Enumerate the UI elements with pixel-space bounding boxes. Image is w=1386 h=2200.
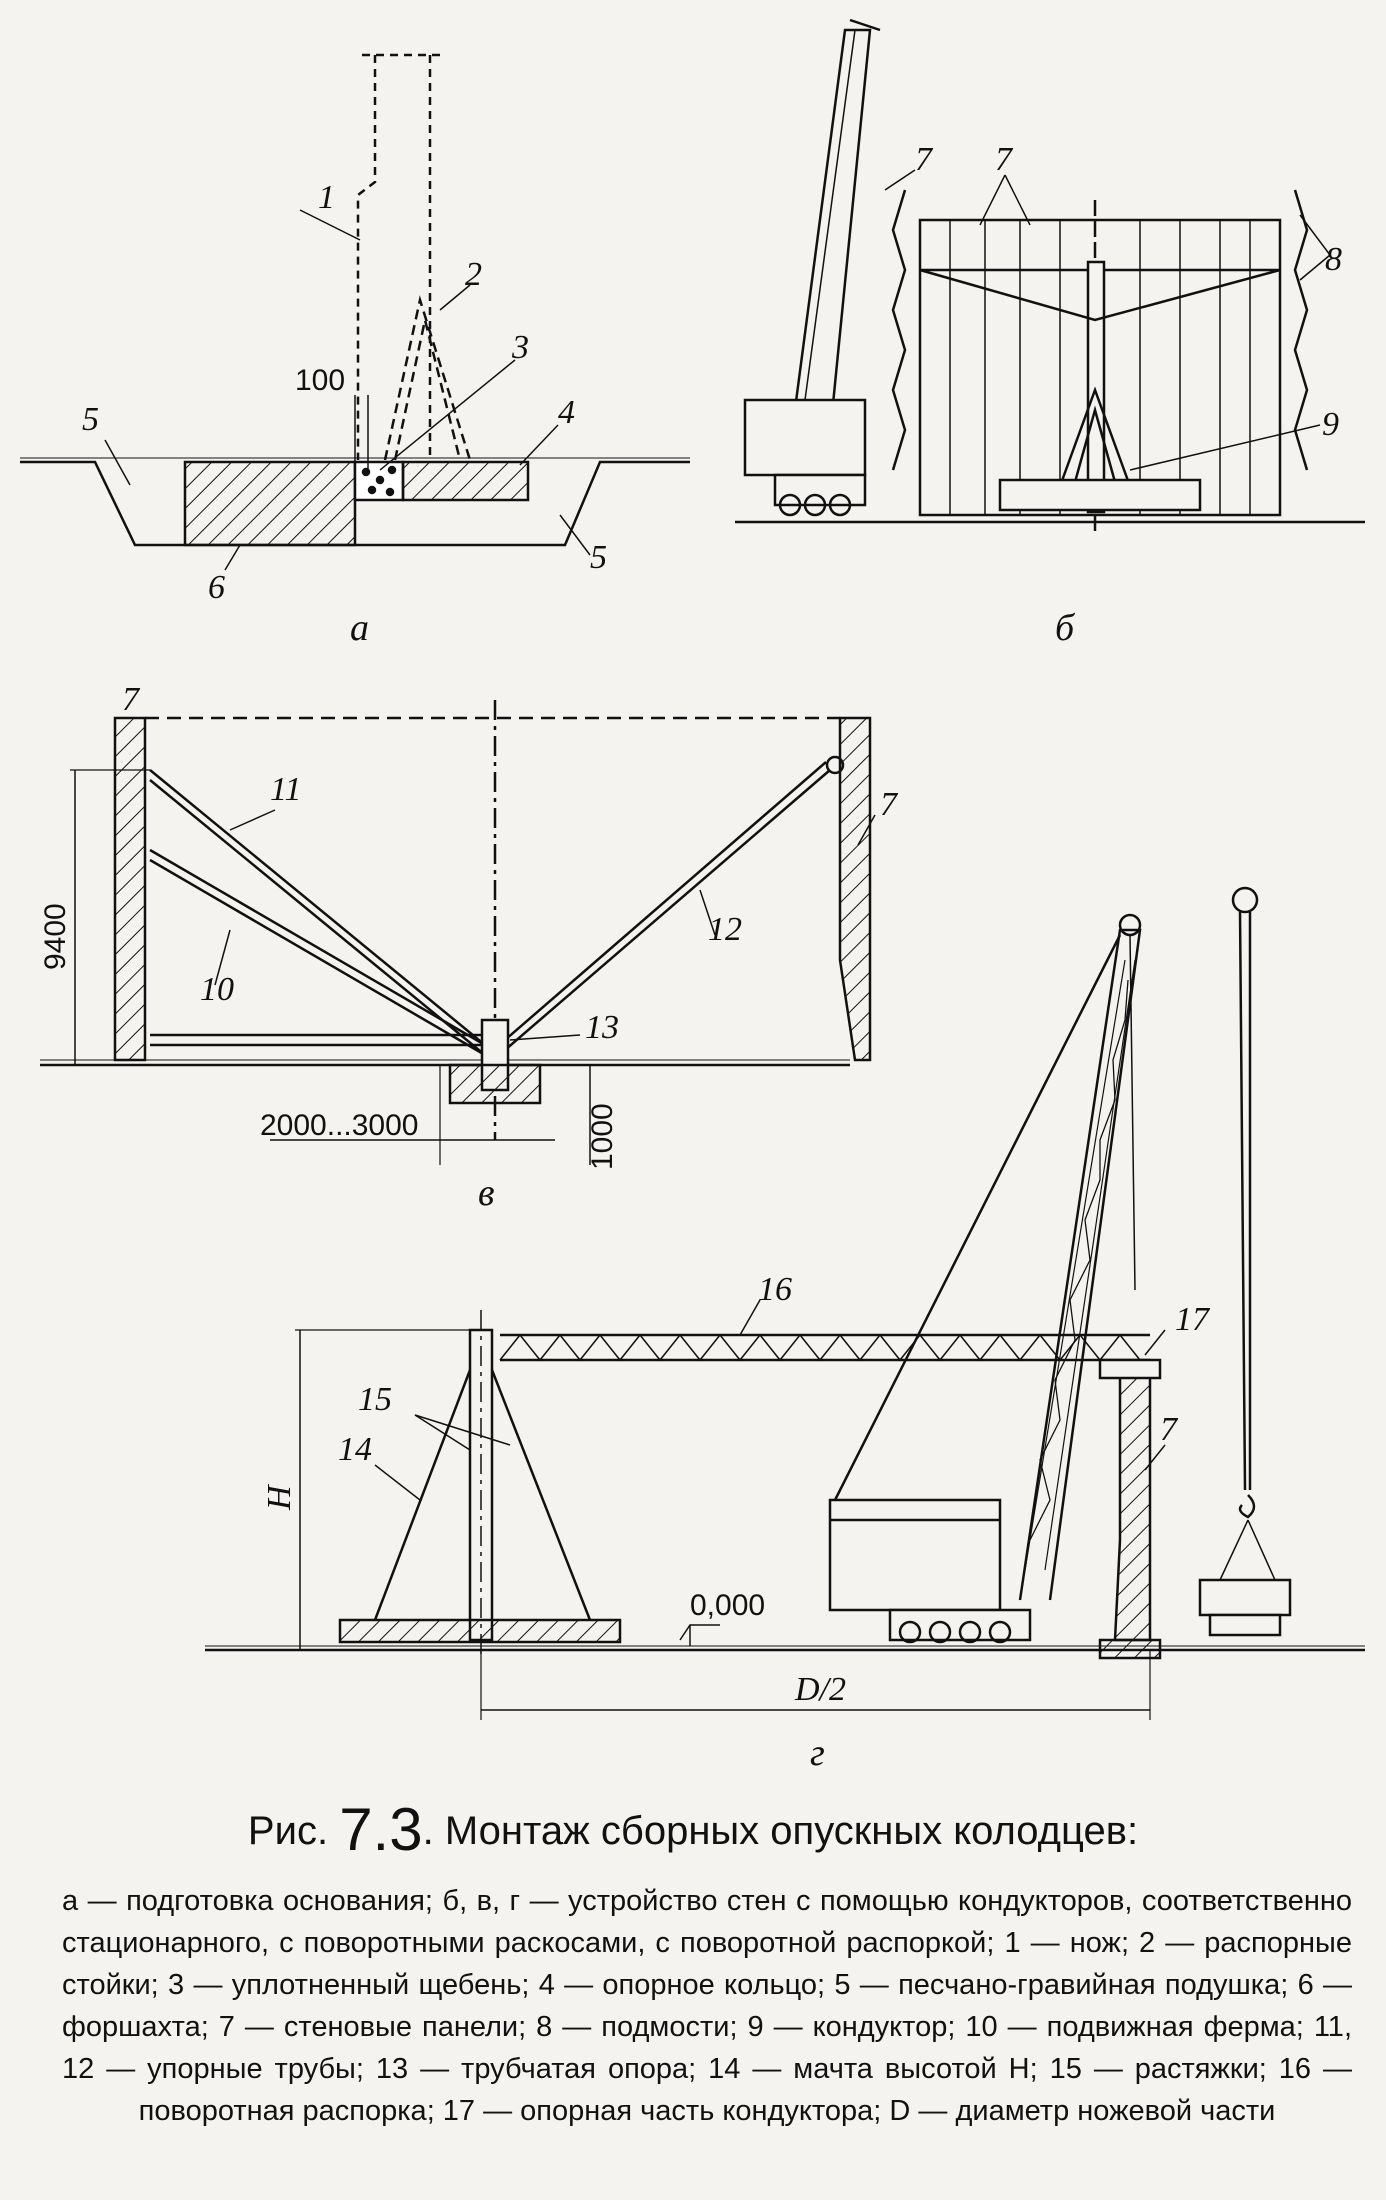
dim-H: H (261, 1483, 298, 1511)
label-16: 16 (758, 1271, 792, 1308)
subfigure-g-drawing (205, 886, 1365, 1720)
dim-D2: D/2 (794, 1671, 846, 1708)
label-6: 6 (208, 569, 225, 606)
label-7v-left: 7 (122, 681, 141, 718)
subfigure-b-drawing (735, 18, 1365, 535)
dim-100: 100 (295, 364, 345, 397)
dim-9400: 9400 (39, 903, 72, 970)
label-1: 1 (318, 179, 335, 216)
caption-title-text: . Монтаж сборных опускных колодцев: (422, 1809, 1139, 1853)
label-13: 13 (585, 1009, 619, 1046)
label-5a: 5 (82, 401, 99, 438)
label-14: 14 (338, 1431, 372, 1468)
label-7v-right: 7 (880, 786, 899, 823)
label-8: 8 (1325, 241, 1342, 278)
figure-caption-legend: а — подготовка основания; б, в, г — устр… (62, 1885, 1352, 2127)
label-7b-crane: 7 (915, 141, 934, 178)
label-2: 2 (465, 256, 482, 293)
subfigure-a-drawing (20, 53, 690, 571)
label-9: 9 (1322, 406, 1339, 443)
label-7b-panels: 7 (995, 141, 1014, 178)
label-10: 10 (200, 971, 234, 1008)
label-17: 17 (1175, 1301, 1211, 1338)
label-4: 4 (558, 394, 575, 431)
subfigure-b-label: б (1055, 607, 1076, 649)
subfigure-v-drawing (40, 700, 876, 1165)
figure-caption-title: Рис. 7.3. Монтаж сборных опускных колодц… (0, 1795, 1386, 1864)
label-11: 11 (270, 771, 301, 808)
label-7g: 7 (1160, 1411, 1179, 1448)
label-12: 12 (708, 911, 742, 948)
figure-drawing: 1 2 3 4 5 5 6 100 а (20, 18, 1365, 1774)
label-3: 3 (511, 329, 529, 366)
subfigure-v-label: в (478, 1172, 495, 1214)
label-15: 15 (358, 1381, 392, 1418)
dim-1000: 1000 (586, 1103, 619, 1170)
caption-prefix: Рис. (247, 1809, 329, 1853)
label-5b: 5 (590, 539, 607, 576)
subfigure-a-label: а (350, 607, 369, 649)
dim-2000-3000: 2000...3000 (260, 1109, 418, 1142)
caption-number: 7.3 (339, 1796, 423, 1863)
subfigure-g-label: г (810, 1732, 825, 1774)
level-0000: 0,000 (690, 1589, 765, 1622)
